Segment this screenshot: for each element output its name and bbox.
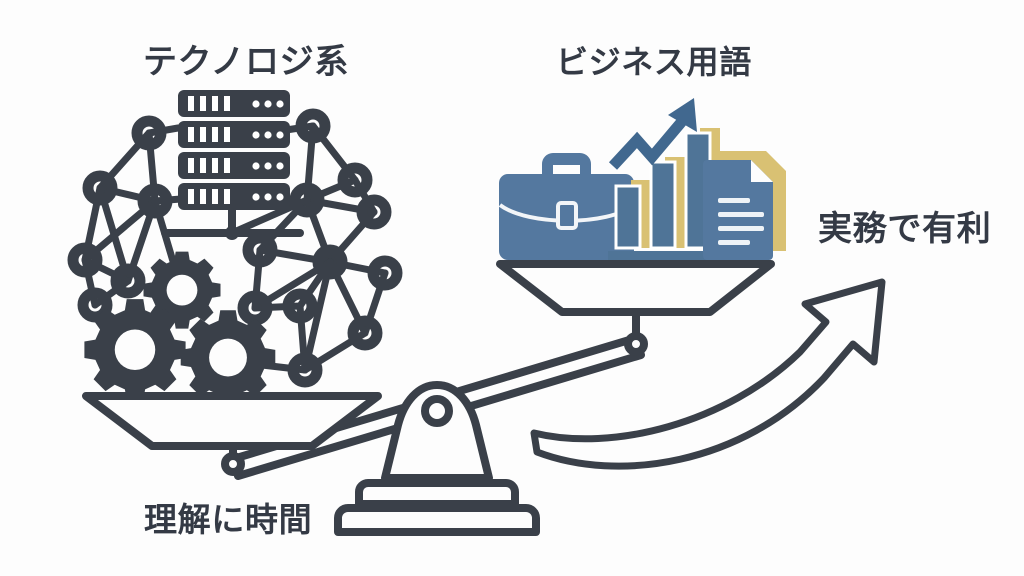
server-unit <box>178 183 290 210</box>
balance-scale <box>82 260 775 536</box>
label-business: ビジネス用語 <box>556 43 752 81</box>
left-pan <box>82 392 382 450</box>
fulcrum-pivot-circle <box>421 395 453 427</box>
base-tier-upper <box>355 479 519 508</box>
server-rack-icon <box>161 90 304 240</box>
server-unit <box>178 90 290 117</box>
document-icon <box>703 151 786 260</box>
label-time-to-understand: 理解に時間 <box>144 500 313 539</box>
right-pivot <box>624 332 648 356</box>
right-pan <box>496 260 775 316</box>
briefcase-icon <box>498 153 636 260</box>
fulcrum <box>381 381 493 482</box>
label-technology: テクノロジ系 <box>143 42 350 82</box>
gear-large-right <box>180 310 276 405</box>
left-pivot <box>221 452 245 476</box>
network-nodes <box>67 108 403 388</box>
server-unit <box>178 121 290 148</box>
server-unit <box>178 152 290 179</box>
upward-curved-arrow <box>530 278 886 470</box>
gear-large-left <box>84 299 186 401</box>
label-practical-advantage: 実務で有利 <box>818 209 992 249</box>
base-tier-lower <box>334 504 540 536</box>
